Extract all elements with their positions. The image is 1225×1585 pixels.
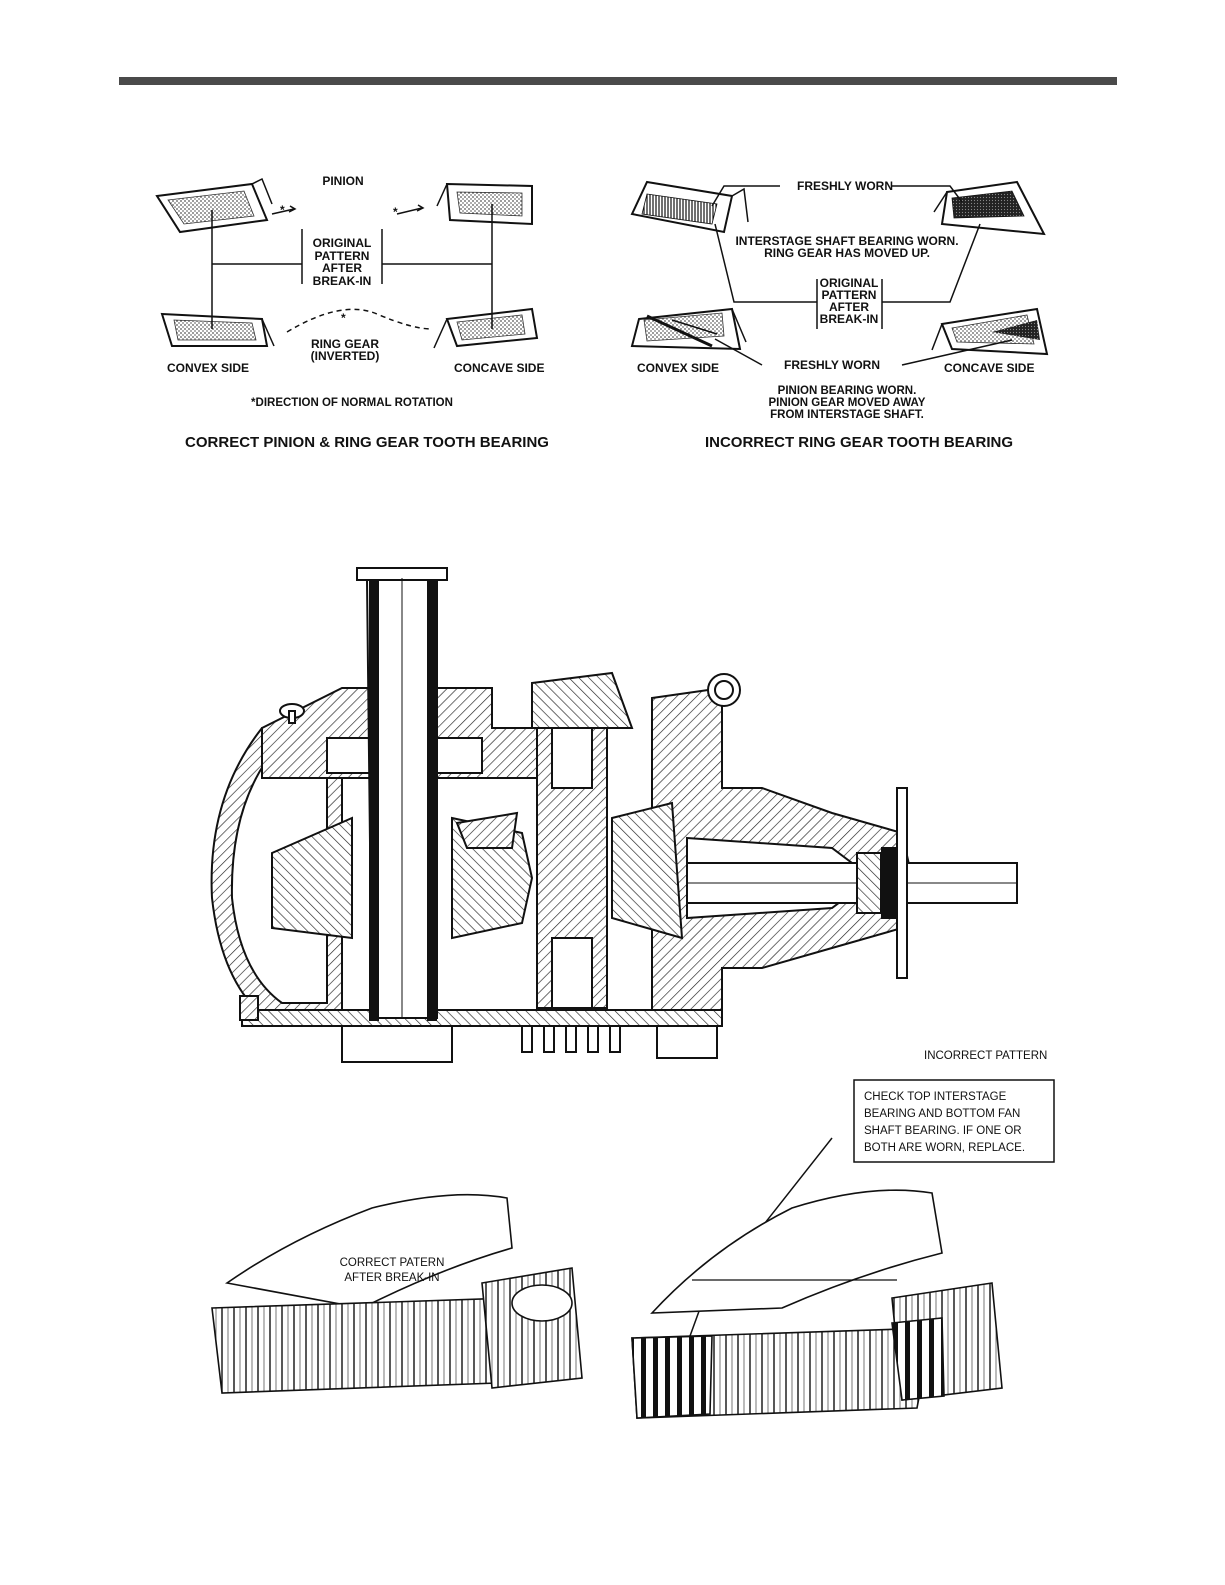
ring-gear-line-1: RING GEAR [311,337,379,351]
rotation-star-3: * [341,311,346,325]
original-pattern-line-4: BREAK-IN [313,274,372,288]
tooth-worn-lower-right [931,307,1049,356]
correct-pattern-line-1: CORRECT PATERN [340,1257,445,1269]
ring-gear-line-2: (INVERTED) [311,349,380,363]
interstage-line-1: INTERSTAGE SHAFT BEARING WORN. [735,234,958,248]
pinion-note-line-2: PINION GEAR MOVED AWAY [769,397,926,409]
tooth-worn-lower-left [630,307,747,351]
tooth-bearing-figure: * * * PINION ORIGINAL PATTERN AFTER BREA… [112,124,1084,469]
caption-incorrect: INCORRECT RING GEAR TOOTH BEARING [705,434,1013,451]
rotation-star-1: * [280,203,285,217]
rotation-arrows [271,204,433,333]
concave-side-label-right: CONCAVE SIDE [944,361,1034,375]
tooth-upper-left [155,177,273,234]
correct-pattern-line-2: AFTER BREAK-IN [344,1272,439,1284]
gearbox-figure: INCORRECT PATTERN CHECK TOP INTERSTAGE B… [112,548,1084,1468]
callout-line-3: SHAFT BEARING. IF ONE OR [864,1125,1022,1137]
gearbox-cross-section [210,567,1018,1063]
tooth-lower-left [160,312,275,347]
callout-line-4: BOTH ARE WORN, REPLACE. [864,1142,1025,1154]
correct-bearing-diagram: * * * PINION ORIGINAL PATTERN AFTER BREA… [155,174,549,451]
interstage-line-2: RING GEAR HAS MOVED UP. [764,246,930,260]
original-pattern-r-line-4: BREAK-IN [820,312,879,326]
original-pattern-r-line-2: PATTERN [822,288,877,302]
gear-set-correct [211,1193,583,1394]
concave-side-label-left: CONCAVE SIDE [454,361,544,375]
caption-correct: CORRECT PINION & RING GEAR TOOTH BEARING [185,434,549,451]
pinion-note-line-3: FROM INTERSTAGE SHAFT. [770,409,924,421]
freshly-worn-bottom: FRESHLY WORN [784,358,880,372]
tooth-upper-right [436,182,533,226]
pinion-note-line-1: PINION BEARING WORN. [778,385,917,397]
freshly-worn-top: FRESHLY WORN [797,179,893,193]
worn-leaders [671,185,1013,366]
rotation-note: *DIRECTION OF NORMAL ROTATION [251,397,453,409]
original-pattern-line-3: AFTER [322,261,362,275]
tooth-worn-upper-left [630,180,749,234]
rotation-star-2: * [393,205,398,219]
callout-line-1: CHECK TOP INTERSTAGE [864,1091,1007,1103]
cooling-fins [521,1025,718,1059]
tooth-bearing-svg: * * * PINION ORIGINAL PATTERN AFTER BREA… [155,174,1049,451]
convex-side-label-right: CONVEX SIDE [637,361,719,375]
tooth-worn-upper-right [933,180,1046,236]
incorrect-pattern-label: INCORRECT PATTERN [924,1050,1047,1062]
gearbox-svg: INCORRECT PATTERN CHECK TOP INTERSTAGE B… [210,567,1055,1419]
original-pattern-line-2: PATTERN [315,249,370,263]
tooth-lower-right [433,307,539,349]
gear-set-incorrect [631,1189,1003,1419]
original-pattern-r-line-3: AFTER [829,300,869,314]
original-pattern-line-1: ORIGINAL [313,236,372,250]
pinion-label: PINION [322,174,363,188]
inspection-callout: CHECK TOP INTERSTAGE BEARING AND BOTTOM … [681,1079,1055,1359]
original-pattern-r-line-1: ORIGINAL [820,276,879,290]
callout-line-2: BEARING AND BOTTOM FAN [864,1108,1020,1120]
convex-side-label-left: CONVEX SIDE [167,361,249,375]
pattern-connectors [211,204,493,329]
header-rule [119,77,1117,85]
incorrect-bearing-diagram: FRESHLY WORN INTERSTAGE SHAFT BEARING WO… [630,179,1049,451]
